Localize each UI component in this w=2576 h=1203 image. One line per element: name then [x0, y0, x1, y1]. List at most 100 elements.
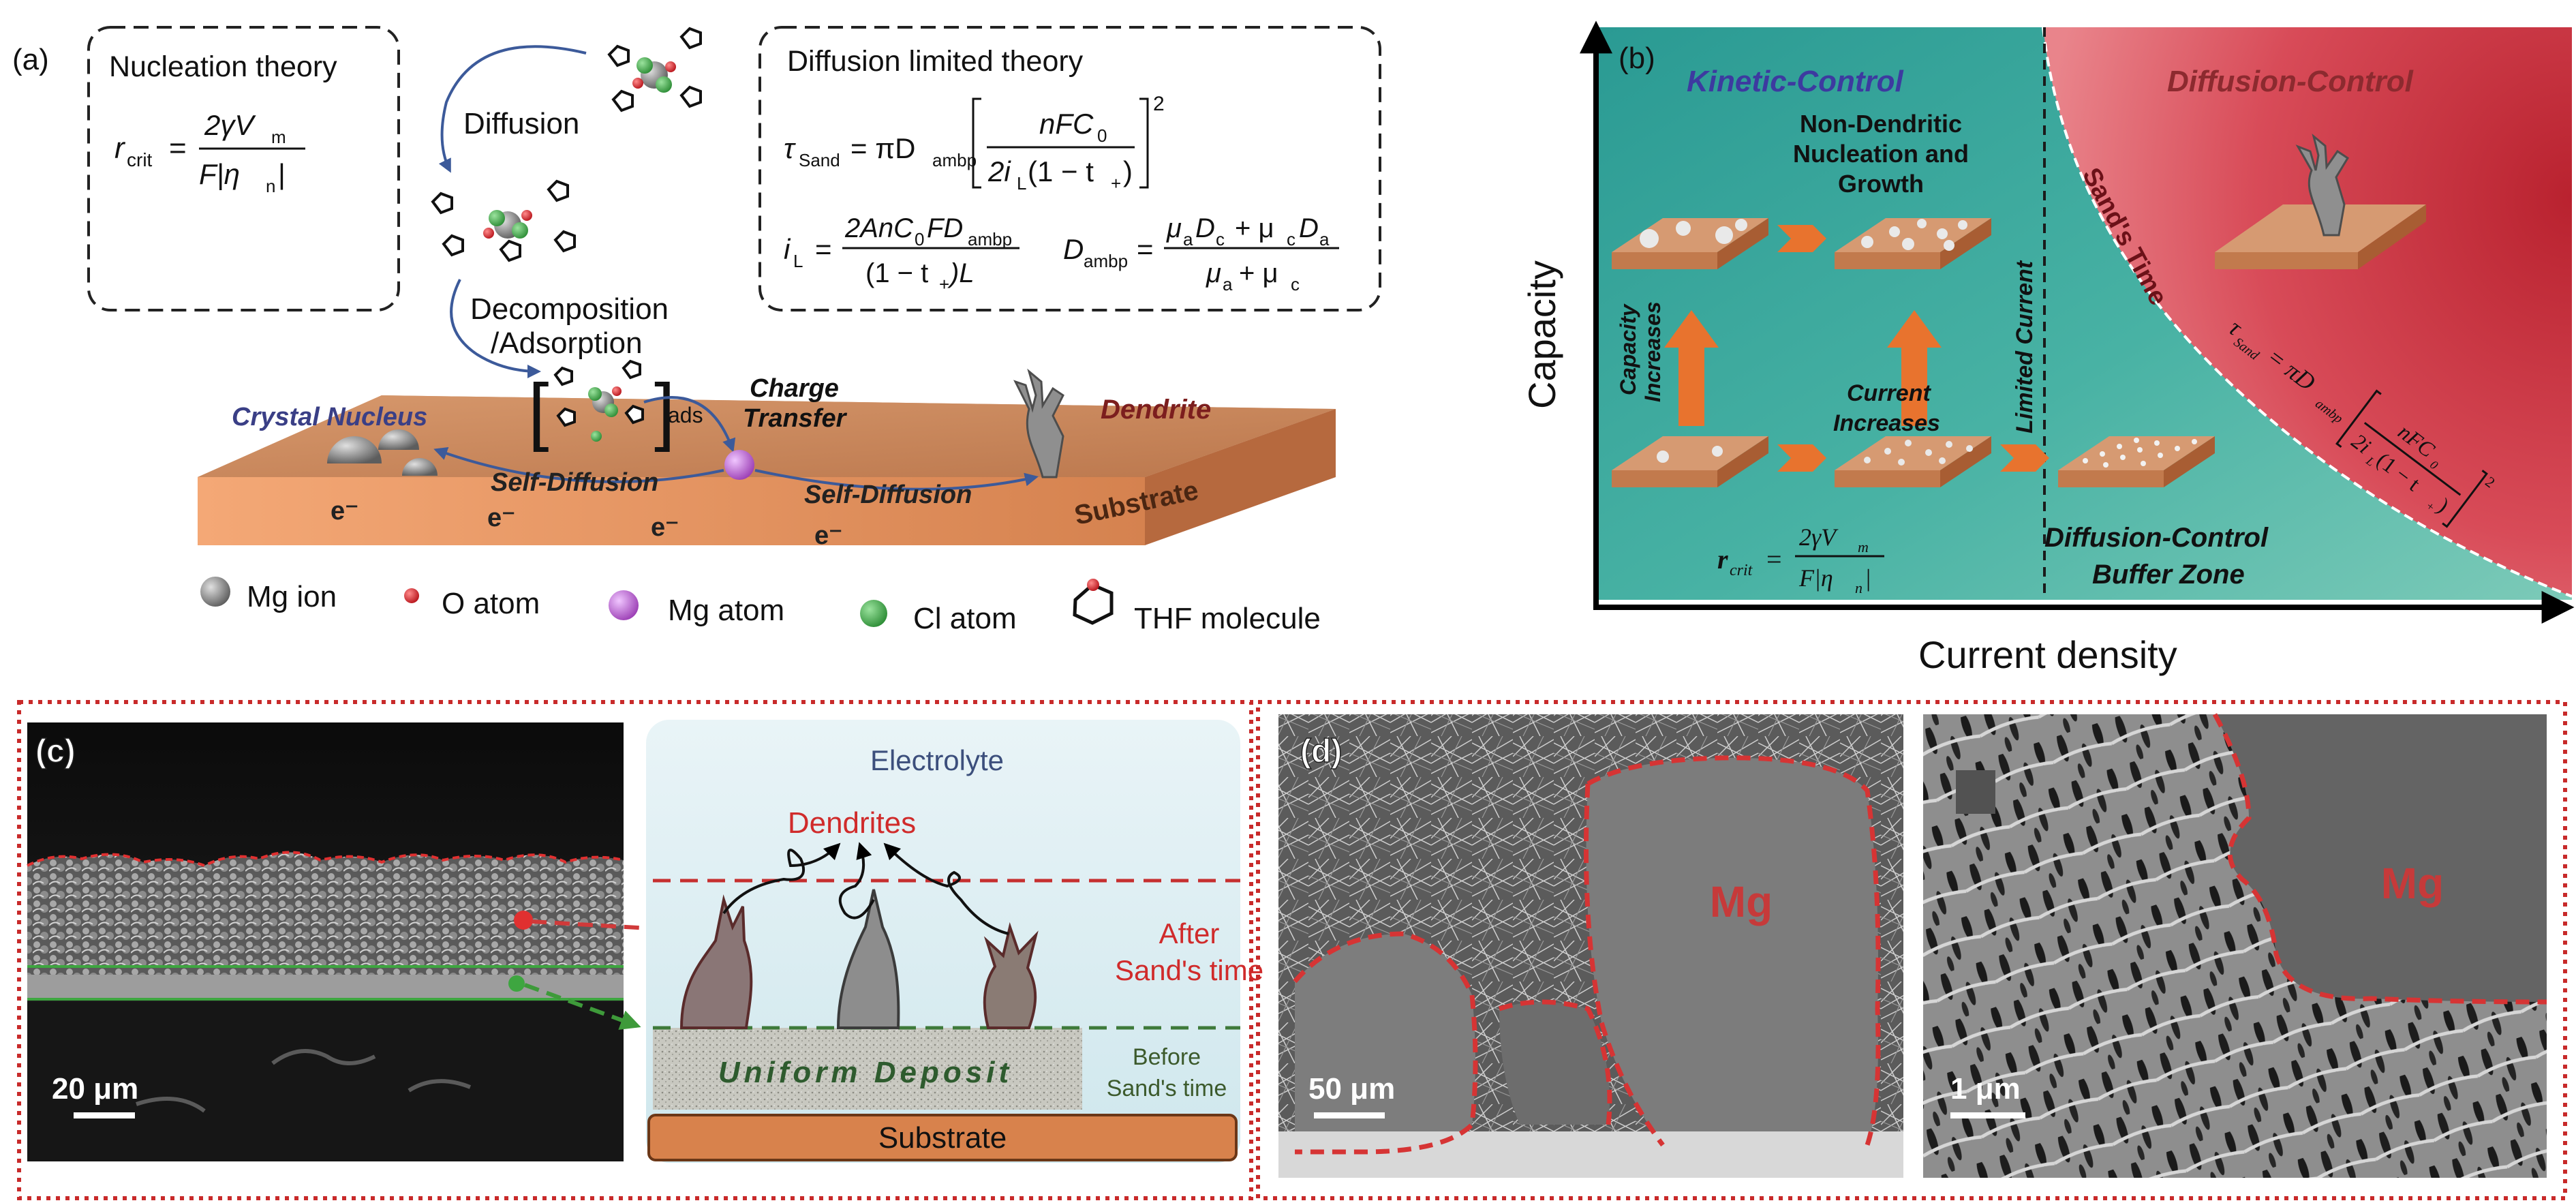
num1: nFC [1039, 108, 1094, 140]
sand-equation: τ Sand = πD ambp nFC 0 2i L (1 − t + ) 2… [784, 93, 1339, 294]
num3-plus: + μ [1235, 213, 1274, 243]
crystal-nuclei [327, 429, 438, 476]
arrow-bottom-1 [1777, 444, 1826, 472]
adsorption-label: /Adsorption [491, 326, 643, 360]
tile-bottom-right [2058, 436, 2215, 487]
eq-den-end: | [278, 158, 286, 190]
diffusion-control-label: Diffusion-Control [2167, 65, 2414, 98]
non-dendritic-2: Nucleation and [1793, 140, 1969, 168]
nucleation-box [87, 26, 400, 311]
legend-a: Mg ion O atom Mg atom Cl atom THF molecu… [200, 577, 1321, 635]
eq-den-sub: n [266, 176, 275, 196]
curl-arrow-1 [722, 842, 841, 915]
dambp: D [1063, 233, 1084, 265]
legend-mg-ion-swatch [200, 577, 230, 607]
diffusion-region [2043, 27, 2572, 596]
curl-arrow-2 [838, 842, 875, 919]
rcrit-num: 2γV [1799, 523, 1839, 551]
legend-cl-atom: Cl atom [913, 602, 1017, 635]
scale-bar-d-right [1950, 1112, 2025, 1118]
num3-d: D [1195, 213, 1215, 243]
after-arrow [531, 919, 723, 942]
eq-r-sub: crit [127, 149, 153, 170]
arrow-up-right [1887, 310, 1942, 426]
y-axis-label-b: Capacity [1520, 260, 1563, 409]
rcrit-r: r [1717, 544, 1728, 575]
sem-right-d [1923, 713, 2547, 1178]
legend-mg-atom: Mg atom [668, 594, 784, 627]
after-label-1: After [1159, 917, 1220, 949]
mg-label-left: Mg [1710, 877, 1773, 926]
rcrit-den-end: | [1866, 564, 1871, 592]
diffusion-theory-title: Diffusion limited theory [787, 45, 1084, 78]
capacity-increases-1: Capacity [1616, 303, 1640, 395]
curl-arrow-3 [883, 842, 1009, 935]
num3-c: c [1216, 229, 1225, 249]
substrate-c-label: Substrate [878, 1121, 1007, 1155]
arrow-top [1777, 225, 1826, 252]
legend-thf: THF molecule [1134, 602, 1321, 635]
panel-d: (d) Mg 50 μm Mg 1 μm [1256, 700, 2567, 1200]
tile-bottom-left [1612, 436, 1768, 487]
den1-close: ) [1123, 155, 1133, 187]
num3-c2: c [1287, 229, 1295, 249]
eq1-d-sub: ambp [932, 150, 977, 170]
rcrit-den-sub: n [1855, 579, 1862, 596]
ads-subscript: ads [668, 403, 703, 427]
num3-d2: D [1299, 213, 1319, 243]
buffer-zone-1: Diffusion-Control [2044, 523, 2269, 553]
non-dendritic-1: Non-Dendritic [1800, 110, 1962, 138]
rcrit-den: F|η [1798, 564, 1833, 592]
electron-4: e⁻ [814, 521, 842, 550]
den2: (1 − t [865, 258, 928, 288]
den1: 2i [987, 155, 1011, 187]
num3-a: a [1183, 229, 1193, 249]
charge-transfer-2: Transfer [743, 404, 848, 433]
eq3: = [1137, 233, 1154, 265]
eq-num: 2γV [204, 109, 256, 141]
diffusion-arrow [438, 45, 587, 173]
scale-bar-c [74, 1112, 135, 1118]
nucleation-title: Nucleation theory [109, 50, 337, 83]
tile-dendrite-red [2215, 133, 2426, 269]
current-increases-2: Increases [1833, 410, 1940, 436]
tau-sub: Sand [799, 150, 840, 170]
panel-b: Capacity Current density (b) Kinetic-Con… [1520, 20, 2575, 676]
den1-sub: L [1017, 173, 1026, 194]
mg-label-right: Mg [2381, 859, 2444, 908]
legend-thf-oxygen [1087, 579, 1099, 591]
before-label-2: Sand's time [1107, 1076, 1227, 1101]
panel-a: (a) Nucleation theory r crit = 2γV m F|η… [12, 26, 1381, 635]
bracket-left: [ [528, 369, 549, 453]
den1-end: (1 − t [1028, 155, 1094, 187]
kinetic-control-label: Kinetic-Control [1687, 65, 1904, 98]
before-arrow [523, 983, 641, 1030]
den2-plus: + [939, 274, 949, 294]
dambp-sub: ambp [1084, 251, 1128, 271]
legend-cl-atom-swatch [860, 600, 887, 627]
den3: μ [1206, 258, 1221, 288]
eq1: = πD [850, 132, 916, 164]
x-axis-label-b: Current density [1918, 633, 2177, 676]
panel-b-label: (b) [1619, 42, 1655, 75]
electrolyte-label: Electrolyte [870, 744, 1004, 776]
after-label-2: Sand's time [1115, 954, 1263, 986]
den3-plus: + μ [1239, 258, 1278, 288]
electron-2: e⁻ [487, 504, 515, 532]
iL: i [784, 233, 791, 265]
substrate-c [647, 1114, 1238, 1161]
self-diffusion-arrow-1 [433, 446, 724, 483]
scale-bar-d-left [1314, 1112, 1385, 1118]
charge-transfer-1: Charge [750, 374, 839, 403]
mg-atom-surface [724, 450, 754, 480]
uniform-deposit [653, 1028, 1082, 1110]
eq2: = [815, 233, 832, 265]
bracket-right: ] [654, 369, 675, 453]
legend-o-atom-swatch [404, 588, 419, 603]
legend-o-atom: O atom [442, 587, 540, 620]
sands-time-curve [2042, 27, 2573, 598]
panel-c-frame [17, 700, 1253, 1200]
before-label-1: Before [1133, 1044, 1201, 1070]
eq-r: r [114, 132, 126, 165]
